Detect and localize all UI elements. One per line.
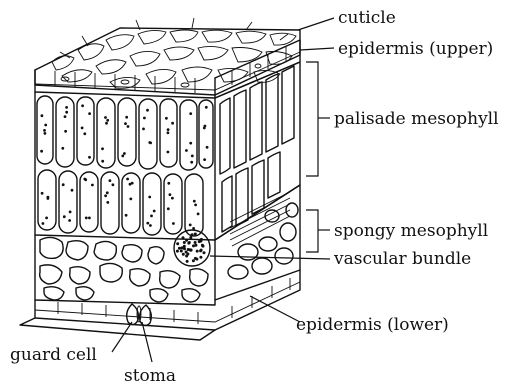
label-spongy-mesophyll: spongy mesophyll xyxy=(334,221,488,241)
label-epidermis-upper: epidermis (upper) xyxy=(338,39,493,59)
label-vascular-bundle: vascular bundle xyxy=(333,249,471,269)
spongy-mesophyll-front xyxy=(35,235,215,305)
vascular-bundle xyxy=(174,230,210,266)
label-epidermis-lower: epidermis (lower) xyxy=(296,315,449,335)
palisade-mesophyll-front xyxy=(35,92,215,240)
label-cuticle: cuticle xyxy=(338,8,396,28)
spongy-mesophyll-side xyxy=(215,185,300,300)
label-stoma: stoma xyxy=(124,366,176,385)
stoma-guard-cells xyxy=(127,304,152,326)
label-guard-cell: guard cell xyxy=(10,345,97,365)
label-palisade-mesophyll: palisade mesophyll xyxy=(334,109,499,129)
